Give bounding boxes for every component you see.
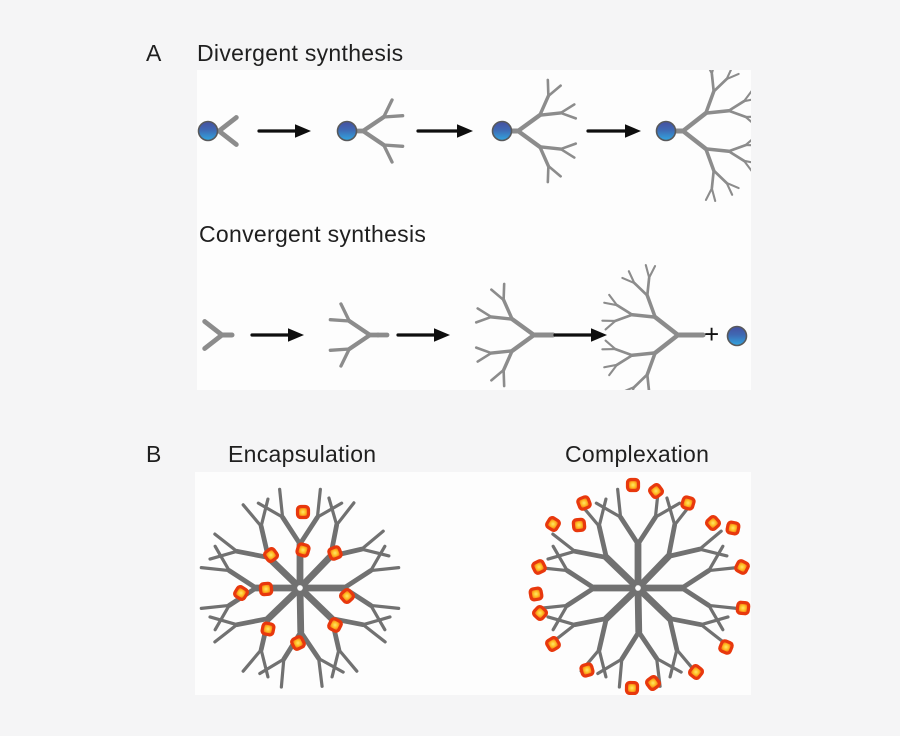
drug-molecule [734, 559, 750, 575]
drug-molecule [644, 674, 662, 692]
drug-molecule [624, 680, 640, 695]
dendron-generation-4 [601, 264, 706, 390]
plus-sign: + [704, 319, 720, 349]
reaction-arrow [250, 328, 304, 342]
convergent-row [202, 264, 748, 390]
drug-molecule [680, 495, 696, 511]
dendron-generation-1 [213, 115, 239, 147]
drug-molecule [718, 639, 734, 655]
drug-molecule [327, 545, 343, 561]
drug-molecule [579, 662, 595, 678]
core-molecule [655, 120, 677, 142]
drug-molecule [571, 517, 587, 533]
drug-molecule [704, 514, 722, 532]
drug-molecule [262, 546, 280, 564]
drug-molecule [687, 663, 705, 681]
dendron-generation-3 [507, 78, 578, 184]
complexation-title: Complexation [565, 441, 710, 467]
dendron-generation-1 [202, 319, 235, 351]
divergent-synthesis-title: Divergent synthesis [197, 40, 404, 66]
drug-molecule [295, 504, 311, 520]
panel-b-label: B [146, 441, 162, 467]
reaction-arrow [396, 328, 450, 342]
drug-molecule [531, 604, 549, 622]
drug-molecule [531, 559, 547, 575]
divergent-row [197, 70, 751, 202]
drug-molecule [528, 586, 544, 602]
core-molecule [336, 120, 358, 142]
reaction-arrow [257, 124, 311, 138]
drug-molecule [338, 587, 356, 605]
dendron-generation-3 [474, 282, 556, 388]
core-molecule [491, 120, 513, 142]
drug-molecule [725, 520, 741, 536]
encapsulation-title: Encapsulation [228, 441, 377, 467]
drug-molecule [625, 477, 641, 493]
synthesis-scheme-figure [197, 70, 751, 390]
dendron-generation-2 [328, 302, 390, 368]
convergent-synthesis-title: Convergent synthesis [199, 221, 427, 247]
drug-molecule [647, 482, 665, 500]
drug-molecule [545, 636, 561, 652]
drug-molecule [290, 635, 306, 651]
dendron-generation-4 [671, 70, 751, 202]
drug-molecule [260, 621, 276, 637]
drug-molecule [576, 495, 592, 511]
drug-molecule [735, 600, 751, 616]
drug-molecule [233, 585, 249, 601]
core-molecule [726, 325, 748, 347]
drug-molecule [295, 542, 311, 558]
drug-loading-figure [199, 477, 751, 695]
drug-molecule [258, 581, 274, 597]
dendron-generation-2 [352, 98, 405, 164]
drug-molecule [545, 516, 561, 532]
reaction-arrow [586, 124, 641, 138]
reaction-arrow [416, 124, 473, 138]
core-molecule [197, 120, 219, 142]
drug-molecule [327, 617, 343, 633]
panel-a-label: A [146, 40, 162, 66]
reaction-arrow [553, 328, 607, 342]
